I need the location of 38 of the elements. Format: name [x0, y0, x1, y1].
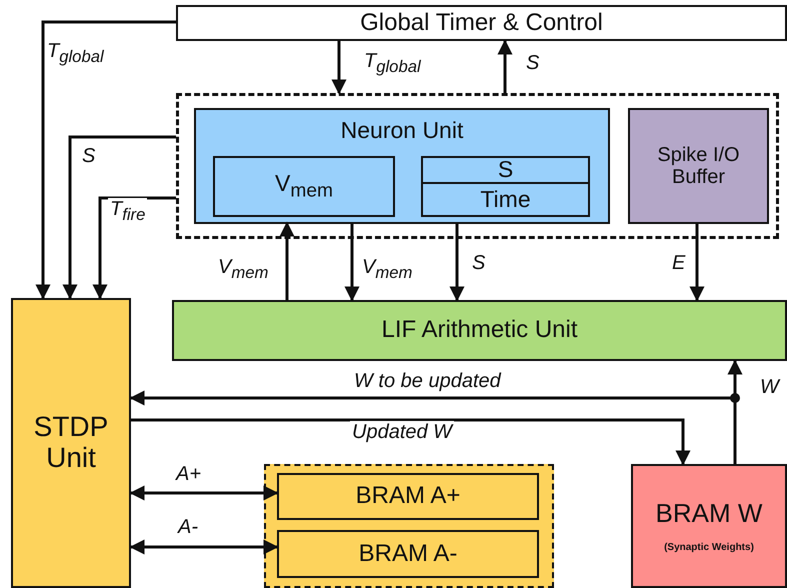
- box-label: BRAM W: [656, 499, 762, 528]
- process-box: [194, 108, 610, 224]
- box-label: Global Timer & Control: [360, 10, 603, 36]
- arrow: [130, 486, 278, 500]
- arrow: [130, 540, 278, 554]
- buffer-box: [628, 108, 769, 224]
- box-sublabel: (Synaptic Weights): [664, 542, 754, 553]
- dashed-group-border: [264, 464, 554, 588]
- box-label: Time: [480, 186, 531, 212]
- process-box: [11, 298, 131, 588]
- dashed-group-border: [176, 93, 779, 239]
- arrow: [450, 223, 464, 302]
- arrow: [344, 223, 360, 302]
- box-label: S: [498, 157, 514, 183]
- arrow: [332, 41, 346, 94]
- memory-box: [277, 473, 539, 520]
- arrow: [690, 223, 704, 302]
- memory-box: [631, 464, 787, 588]
- arrow: [498, 40, 512, 93]
- box-label: Spike I/O Buffer: [656, 144, 741, 188]
- register-box: [213, 156, 395, 217]
- register-box: [421, 182, 590, 217]
- box-label: BRAM A-: [358, 540, 458, 568]
- edge-label: Updated W: [350, 421, 454, 443]
- arrow: [92, 196, 176, 300]
- arrow: [280, 222, 294, 300]
- arrow: [62, 136, 176, 300]
- process-box: [172, 300, 787, 361]
- box-label: Neuron Unit: [340, 118, 464, 144]
- register-box: [421, 156, 590, 184]
- memory-box: [277, 530, 539, 578]
- arrow: [131, 418, 690, 466]
- process-box: [176, 5, 787, 41]
- box-label: STDP Unit: [32, 412, 110, 474]
- box-label: BRAM A+: [356, 483, 460, 510]
- box-label: LIF Arithmetic Unit: [381, 317, 578, 344]
- box-label: V$_{mem}$: [275, 171, 333, 202]
- arrow: [36, 20, 176, 300]
